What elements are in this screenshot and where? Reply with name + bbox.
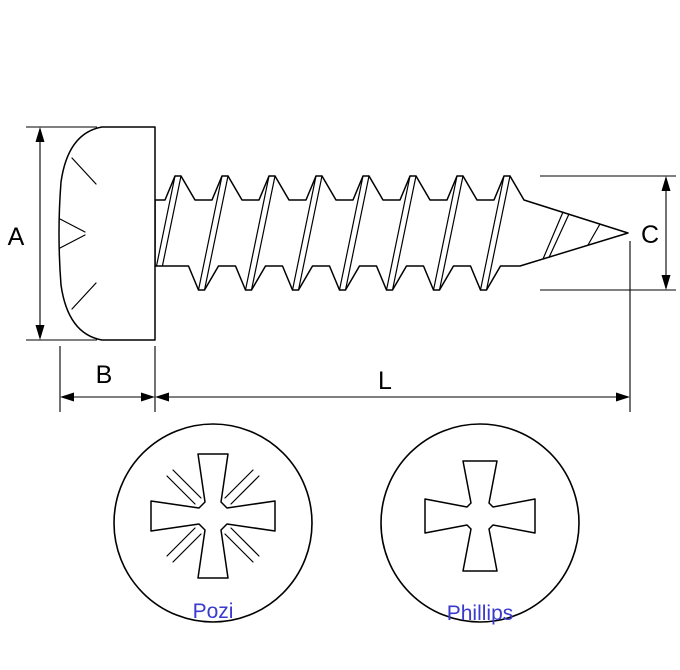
extension-lines-c: [540, 175, 676, 291]
pozi-diagonal-marks: [166, 469, 260, 563]
pozi-cross-recess: [150, 453, 276, 579]
arrowhead-l-left: [155, 392, 169, 402]
arrowhead-l-right: [616, 392, 630, 402]
arrowhead-b-right: [141, 392, 155, 402]
dimension-b: B: [59, 346, 156, 412]
pozi-drive-view: Pozi: [113, 423, 313, 623]
pozi-label: Pozi: [193, 600, 234, 623]
arrowhead-a-down: [35, 325, 45, 340]
dimension-c-label: C: [641, 221, 659, 249]
dimension-a: A: [8, 126, 97, 341]
screw-head-outline: [58, 126, 156, 341]
extension-lines-a: [26, 126, 97, 341]
phillips-drive-view: Phillips: [380, 423, 580, 625]
dimension-l: L: [155, 241, 631, 412]
arrowhead-a-up: [35, 127, 45, 142]
phillips-cross-recess: [424, 460, 536, 572]
head-recess-lines: [59, 157, 97, 310]
thread-crest-lines: [155, 175, 601, 291]
arrowhead-c-down: [661, 275, 671, 290]
dimension-b-label: B: [96, 361, 113, 389]
arrowhead-b-left: [60, 392, 74, 402]
phillips-label: Phillips: [447, 602, 514, 625]
dimension-a-label: A: [8, 223, 25, 251]
threaded-shank-outline: [154, 175, 629, 291]
dimension-l-label: L: [378, 367, 392, 395]
extension-lines-b: [59, 346, 156, 412]
arrowhead-c-up: [661, 176, 671, 191]
dimension-c: C: [540, 175, 676, 291]
screw-side-view: [58, 126, 629, 341]
